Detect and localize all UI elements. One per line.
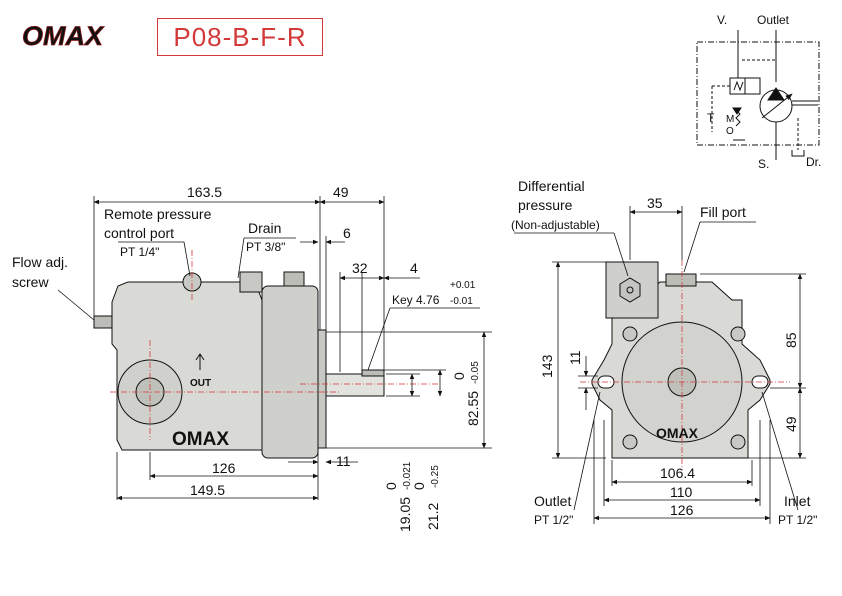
inlet-label: Inlet (784, 493, 811, 509)
dim-pilot-tol: -0.05 (470, 361, 481, 384)
flow-adj-label-1: Flow adj. (12, 254, 68, 270)
dim-base-total: 149.5 (190, 482, 225, 498)
side-view-labels: OUT OMAX Flow adj. screw Remote pressure… (12, 206, 285, 450)
dim-key-tol-plus: +0.01 (450, 280, 476, 291)
dim-front-slot: 11 (567, 350, 583, 365)
fill-port-icon (665, 273, 697, 287)
bolt-br-icon (730, 434, 746, 450)
circuit-label-v: V. (717, 13, 727, 27)
dim-key-tol-minus: -0.01 (450, 296, 473, 307)
circuit-label-t: T (707, 111, 715, 125)
dim-flange: 6 (343, 225, 351, 241)
side-view-dimensions: 163.5 49 6 32 4 +0.01 Key 4.76 -0.01 126… (187, 184, 481, 532)
diff-plug-icon (619, 277, 641, 303)
out-label: OUT (190, 378, 211, 389)
circuit-label-m: M (726, 114, 734, 125)
dim-base-offset: 11 (336, 453, 351, 469)
dim-key: Key 4.76 (392, 293, 440, 307)
model-number: P08-B-F-R (157, 18, 323, 56)
side-flange (317, 329, 327, 449)
circuit-symbol (696, 30, 820, 160)
circuit-envelope (696, 41, 820, 146)
diff-label-1: Differential (518, 178, 585, 194)
dim-pilot-zero: 0 (451, 372, 467, 380)
dim-front-w2: 110 (670, 484, 693, 500)
flow-adj-label-2: screw (12, 274, 49, 290)
dim-front-lower: 49 (783, 416, 799, 432)
drain-port-label: PT 3/8" (246, 240, 285, 254)
dim-key-offset: 4 (410, 260, 418, 276)
dim-shaft-len: 49 (333, 184, 349, 200)
dim-front-w3: 126 (670, 502, 694, 518)
front-view-labels: OMAX Differential pressure (Non-adjustab… (511, 178, 817, 527)
side-rear-housing (261, 285, 319, 459)
omax-logo: OMAX (22, 21, 105, 52)
dim-key-len: 32 (352, 260, 368, 276)
bolt-bl-icon (622, 434, 638, 450)
drain-label: Drain (248, 220, 281, 236)
out-arrow-icon (195, 353, 205, 370)
diff-label-3: (Non-adjustable) (511, 218, 600, 232)
dim-front-w1: 106.4 (660, 465, 695, 481)
side-shaft (325, 373, 385, 397)
dim-shaft-dia: 19.05 (397, 497, 413, 532)
circuit-labels: V. Outlet T M O S. Dr. (707, 13, 821, 171)
diff-label-2: pressure (518, 197, 573, 213)
side-body-logo: OMAX (172, 429, 229, 450)
dim-front-height: 143 (539, 354, 555, 378)
side-view-pump (93, 250, 440, 459)
drain-tank-icon (791, 150, 805, 157)
dim-shaft-zero: 0 (383, 482, 399, 490)
dim-shaft-tol: -0.021 (402, 461, 413, 490)
bolt-tl-icon (622, 326, 638, 342)
fill-plug-icon (283, 271, 305, 287)
side-key (361, 369, 385, 377)
brand-name: OMAX (22, 21, 105, 51)
side-view-dimension-lines (57, 196, 492, 501)
spring-icon (735, 109, 741, 127)
circuit-label-o: O (726, 126, 734, 137)
outlet-label: Outlet (534, 493, 571, 509)
dim-front-top: 35 (647, 195, 663, 211)
remote-port-label: PT 1/4" (120, 245, 159, 259)
remote-label-2: control port (104, 225, 174, 241)
dim-front-upper: 85 (783, 332, 799, 348)
front-body-logo: OMAX (656, 425, 699, 441)
front-view-pump (580, 260, 790, 470)
circuit-label-s: S. (758, 157, 769, 171)
inlet-port-label: PT 1/2" (778, 513, 817, 527)
dim-base: 126 (212, 460, 236, 476)
dim-pilot: 82.55 (465, 391, 481, 426)
remote-label-1: Remote pressure (104, 206, 212, 222)
circuit-label-outlet: Outlet (757, 13, 790, 27)
dim-key-ht: 21.2 (425, 503, 441, 530)
bolt-tr-icon (730, 326, 746, 342)
dim-overall: 163.5 (187, 184, 222, 200)
fill-port-label: Fill port (700, 204, 746, 220)
pump-variable-arrow (761, 93, 793, 119)
outlet-port-label: PT 1/2" (534, 513, 573, 527)
flow-adj-screw-icon (93, 315, 113, 329)
drain-port-icon (239, 271, 263, 293)
dim-key-ht-zero: 0 (411, 482, 427, 490)
front-view-dimensions: 35 143 11 85 49 106.4 110 126 (539, 195, 799, 518)
pump-arrow-icon (767, 87, 785, 101)
front-view-dimension-lines (514, 206, 806, 524)
circuit-label-dr: Dr. (806, 155, 821, 169)
dim-key-ht-tol: -0.25 (430, 465, 441, 488)
